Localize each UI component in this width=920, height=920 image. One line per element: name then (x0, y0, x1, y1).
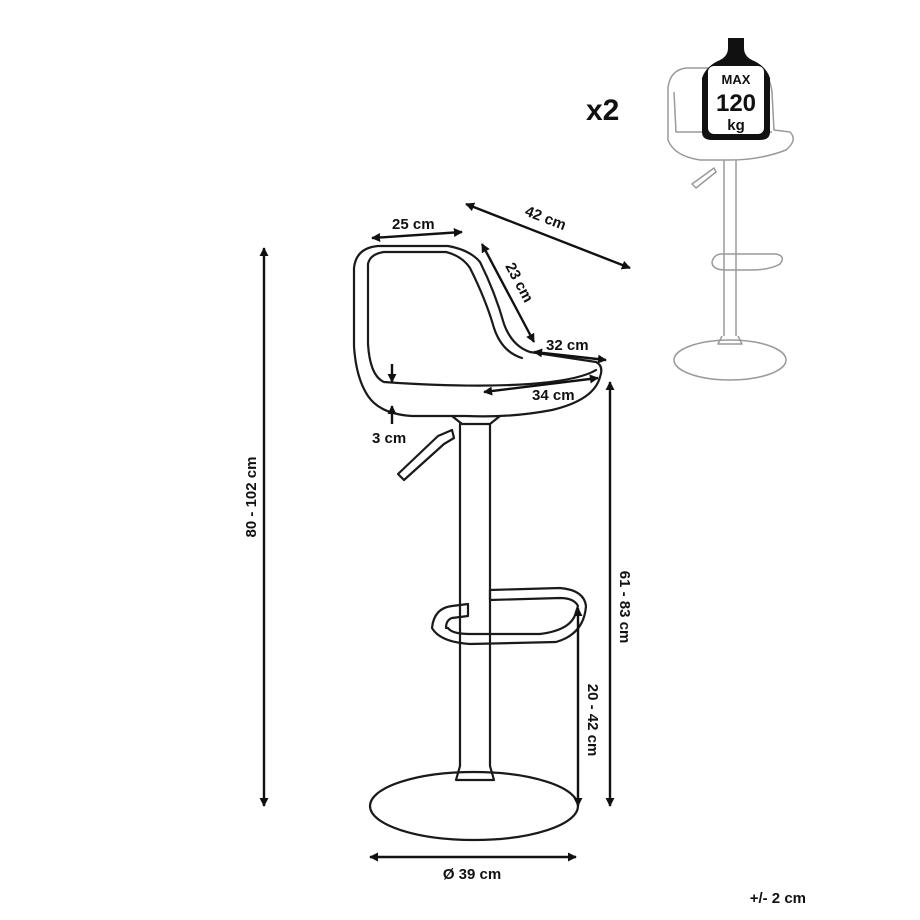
max-load-line3: kg (727, 117, 745, 134)
thumbnail-base (673, 339, 787, 381)
seat-width-arrow (483, 374, 599, 396)
seat-diagonal-arrow (465, 202, 631, 270)
thumbnail-seat (667, 67, 794, 161)
base-disk (368, 770, 580, 842)
foot-ring (430, 586, 588, 646)
max-load-line2: 120 (716, 90, 756, 117)
seat-back-width-label: 25 cm (392, 216, 435, 233)
weight-icon: MAX 120 kg (702, 38, 770, 140)
thumbnail-foot-ring (711, 253, 783, 271)
footrest-height-label: 20 - 42 cm (584, 684, 601, 757)
seat-mount (450, 414, 502, 426)
thumbnail-column (723, 160, 737, 336)
tolerance-label: +/- 2 cm (750, 890, 806, 907)
stool-drawing (352, 244, 603, 842)
seat-back-width-arrow (371, 228, 463, 242)
back-height-label: 23 cm (501, 260, 536, 306)
max-load-line1: MAX (722, 72, 751, 87)
seat-rim-label: 3 cm (372, 430, 406, 447)
seat-depth-label: 32 cm (546, 337, 589, 354)
weight-icon-label-area (708, 66, 764, 134)
seat-height-label: 61 - 83 cm (616, 571, 633, 644)
seat-width-label: 34 cm (532, 387, 575, 404)
seat-inner-line (366, 262, 598, 387)
thumbnail-lever (691, 167, 717, 189)
seat-depth-arrow (533, 348, 607, 364)
bar-stool-thumbnail (667, 67, 794, 381)
dimension-labels: 25 cm 42 cm 23 cm 32 cm 34 cm 3 cm 80 - … (243, 203, 633, 883)
total-height-label: 80 - 102 cm (243, 457, 260, 538)
gas-lever (396, 428, 456, 482)
quantity-label: x2 (586, 94, 619, 127)
dimension-lines (259, 202, 631, 862)
gas-column (458, 422, 492, 768)
back-height-arrow (480, 243, 536, 343)
base-diameter-label: Ø 39 cm (443, 866, 501, 883)
